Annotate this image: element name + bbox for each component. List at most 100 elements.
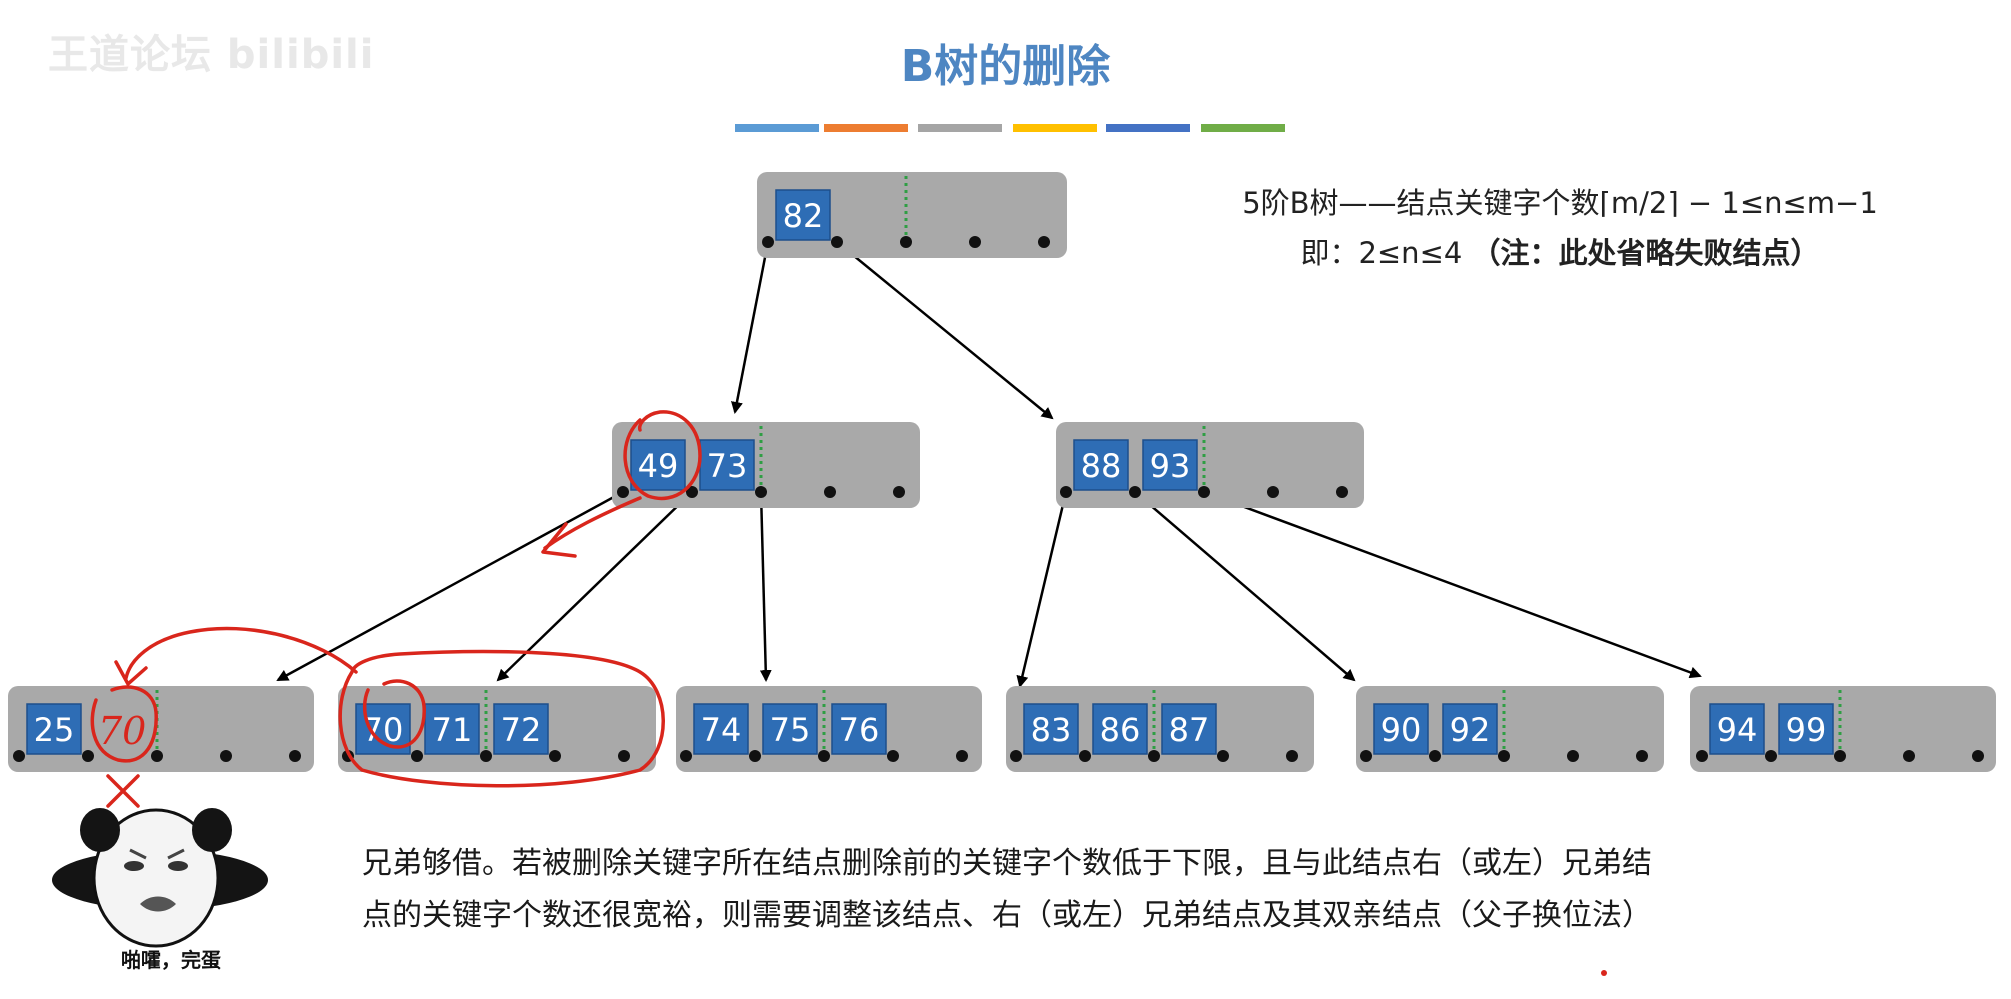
key-value: 72 bbox=[501, 711, 542, 749]
key-value: 99 bbox=[1786, 711, 1827, 749]
key-box bbox=[424, 703, 480, 755]
key-box bbox=[1161, 703, 1217, 755]
child-pointer bbox=[1903, 750, 1915, 762]
panda-meme bbox=[52, 808, 268, 948]
key-value: 93 bbox=[1150, 447, 1191, 485]
child-pointer bbox=[289, 750, 301, 762]
child-pointer bbox=[1765, 750, 1777, 762]
child-pointer bbox=[1834, 750, 1846, 762]
key-value: 82 bbox=[783, 197, 824, 235]
key-box bbox=[1073, 439, 1129, 491]
child-pointer bbox=[220, 750, 232, 762]
key-value: 92 bbox=[1450, 711, 1491, 749]
node-box bbox=[8, 686, 314, 772]
tree-edge bbox=[1016, 491, 1068, 688]
child-pointer bbox=[900, 236, 912, 248]
child-pointer bbox=[1336, 486, 1348, 498]
color-bar-segment bbox=[1013, 124, 1097, 132]
child-pointer bbox=[1429, 750, 1441, 762]
node-box bbox=[676, 686, 982, 772]
child-pointer bbox=[1217, 750, 1229, 762]
child-pointer bbox=[1148, 750, 1160, 762]
child-pointer bbox=[1060, 486, 1072, 498]
key-value: 88 bbox=[1081, 447, 1122, 485]
btree-node-leaf5: 90 92 bbox=[1356, 686, 1664, 772]
child-pointer bbox=[893, 486, 905, 498]
child-pointer bbox=[969, 236, 981, 248]
red-arrow-line bbox=[543, 496, 642, 550]
title-color-bar bbox=[735, 124, 1285, 132]
child-pointer bbox=[762, 236, 774, 248]
watermark-logo: 王道论坛 bilibili bbox=[48, 32, 375, 78]
key-value: 71 bbox=[432, 711, 473, 749]
key-box bbox=[630, 439, 686, 491]
key-box bbox=[775, 189, 831, 241]
slide-caption: 兄弟够借。若被删除关键字所在结点删除前的关键字个数低于下限，且与此结点右（或左）… bbox=[362, 838, 1922, 942]
child-pointer bbox=[1636, 750, 1648, 762]
tree-edge bbox=[731, 241, 770, 414]
tree-edge bbox=[836, 241, 1054, 420]
key-value: 94 bbox=[1717, 711, 1758, 749]
color-bar-segment bbox=[1106, 124, 1190, 132]
child-pointer bbox=[749, 750, 761, 762]
child-pointer bbox=[1498, 750, 1510, 762]
key-value: 90 bbox=[1381, 711, 1422, 749]
child-pointer bbox=[1696, 750, 1708, 762]
caption-line1: 兄弟够借。若被删除关键字所在结点删除前的关键字个数低于下限，且与此结点右（或左）… bbox=[362, 846, 1652, 881]
child-pointer bbox=[1010, 750, 1022, 762]
node-box bbox=[757, 172, 1067, 258]
key-value: 83 bbox=[1031, 711, 1072, 749]
order-info-line1: 5阶B树——结点关键字个数⌈m/2⌉ − 1≤n≤m−1 bbox=[1242, 186, 1878, 220]
key-value: 25 bbox=[34, 711, 75, 749]
child-pointer bbox=[151, 750, 163, 762]
child-pointer bbox=[549, 750, 561, 762]
order-range: 即：2≤n≤4 bbox=[1300, 236, 1472, 270]
key-value: 49 bbox=[638, 447, 679, 485]
loop-around-leaf2 bbox=[338, 649, 665, 788]
cross-mark bbox=[106, 774, 140, 808]
child-pointer bbox=[686, 486, 698, 498]
btree-node-leaf6: 94 99 bbox=[1690, 686, 1996, 772]
child-pointer bbox=[956, 750, 968, 762]
key-box bbox=[1778, 703, 1834, 755]
red-arrow-head bbox=[541, 522, 577, 558]
key-box bbox=[699, 439, 755, 491]
child-pointer bbox=[824, 486, 836, 498]
child-pointer bbox=[755, 486, 767, 498]
child-pointer bbox=[1267, 486, 1279, 498]
circle-around-handwritten-70 bbox=[90, 685, 158, 763]
key-box bbox=[1442, 703, 1498, 755]
child-pointer bbox=[1079, 750, 1091, 762]
meme-caption: 啪嚯，完蛋 bbox=[121, 948, 221, 972]
key-value: 87 bbox=[1169, 711, 1210, 749]
color-bar-segment bbox=[735, 124, 819, 132]
key-value: 86 bbox=[1100, 711, 1141, 749]
key-box bbox=[762, 703, 818, 755]
key-box bbox=[493, 703, 549, 755]
key-box bbox=[1709, 703, 1765, 755]
btree-node-level1-right: 88 93 bbox=[1056, 422, 1364, 508]
handwritten-70: 70 bbox=[98, 709, 146, 753]
circle-around-70 bbox=[363, 679, 426, 749]
child-pointer bbox=[480, 750, 492, 762]
color-bar-segment bbox=[824, 124, 908, 132]
child-pointer bbox=[411, 750, 423, 762]
tree-edges bbox=[276, 241, 1702, 688]
red-loop-arrow bbox=[124, 626, 358, 680]
key-box bbox=[693, 703, 749, 755]
order-info: 5阶B树——结点关键字个数⌈m/2⌉ − 1≤n≤m−1 即：2≤n≤4 （注：… bbox=[1130, 178, 1990, 278]
child-pointer bbox=[818, 750, 830, 762]
color-bar-segment bbox=[918, 124, 1002, 132]
key-box bbox=[1373, 703, 1429, 755]
child-pointer bbox=[1972, 750, 1984, 762]
key-value: 76 bbox=[839, 711, 880, 749]
key-value: 75 bbox=[770, 711, 811, 749]
child-pointer bbox=[617, 486, 629, 498]
red-annotations bbox=[90, 410, 1607, 976]
slide-title: B树的删除 bbox=[900, 41, 1111, 92]
key-box bbox=[1092, 703, 1148, 755]
child-pointer bbox=[1286, 750, 1298, 762]
